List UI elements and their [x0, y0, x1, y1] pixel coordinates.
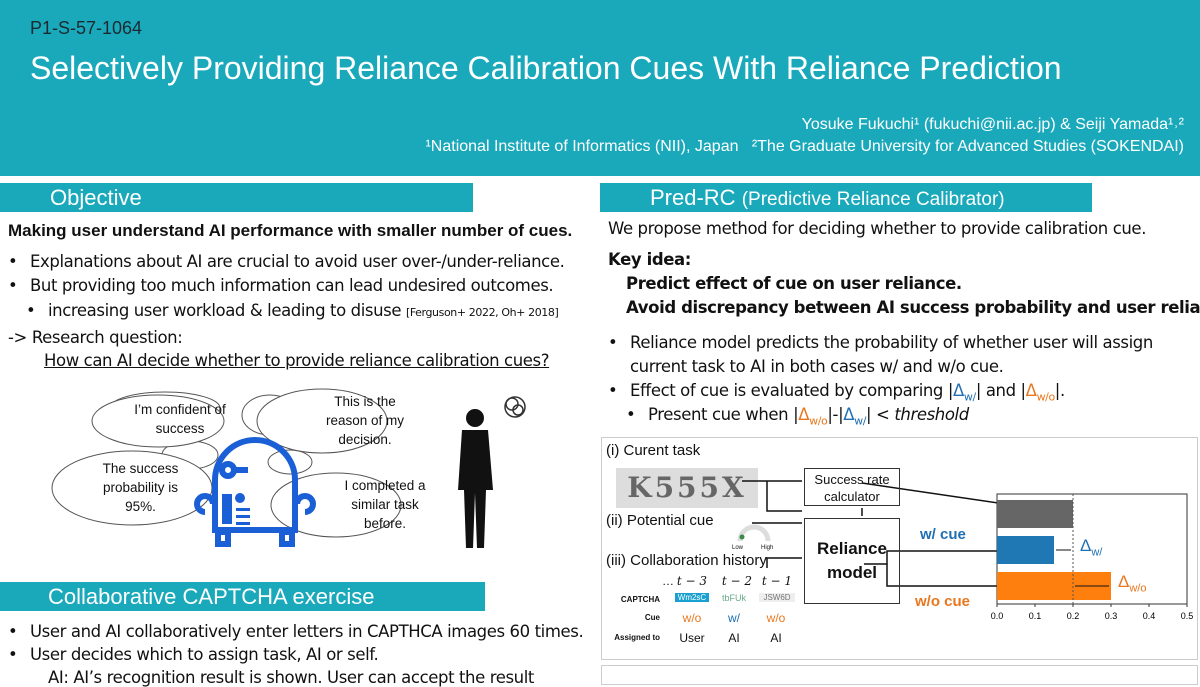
assigned-cell: AI: [770, 631, 782, 645]
predrc-heading: Pred-RC (Predictive Reliance Calibrator): [600, 183, 1092, 212]
x-tick-label: 0.0: [991, 611, 1004, 621]
predrc-intro: We propose method for deciding whether t…: [608, 219, 1147, 238]
captcha-thumb: Wm2sC: [675, 593, 709, 602]
x-tick-label: 0.4: [1143, 611, 1156, 621]
captcha-sub-bullet: AI: AI’s recognition result is shown. Us…: [48, 668, 534, 687]
reliance-model: Reliance model: [804, 518, 900, 604]
row-label: Cue: [644, 613, 660, 622]
predrc-sub-bullet: Present cue when |Δw/o|-|Δw/| < threshol…: [626, 405, 969, 427]
x-tick-label: 0.5: [1181, 611, 1194, 621]
bubble-probability: The success probability is 95%.: [102, 461, 179, 514]
robot-icon: [194, 437, 316, 547]
with-cue-label: w/ cue: [920, 526, 966, 543]
gauge-icon: [737, 524, 771, 542]
without-cue-label: w/o cue: [915, 593, 971, 610]
x-tick-label: 0.1: [1029, 611, 1042, 621]
predrc-bullet: Reliance model predicts the probability …: [608, 333, 1153, 352]
bar-0: [997, 500, 1073, 528]
captcha-image: K555X: [616, 468, 758, 508]
bubble-reason: This is the reason of my decision.: [325, 394, 405, 447]
objective-bullet: But providing too much information can l…: [8, 276, 554, 295]
captcha-bullet: User decides which to assign task, AI or…: [8, 645, 379, 664]
next-panel: [601, 665, 1198, 685]
gauge-low-label: Low: [732, 545, 744, 551]
col-header: …: [662, 574, 674, 588]
gauge-high-label: High: [761, 545, 774, 551]
confused-scribble-icon: [504, 396, 526, 418]
research-question: How can AI decide whether to provide rel…: [44, 351, 550, 370]
col-header: t − 2: [721, 574, 753, 588]
objective-bullet: Explanations about AI are crucial to avo…: [8, 252, 565, 271]
poster-header: P1-S-57-1064 Selectively Providing Relia…: [0, 0, 1200, 176]
x-tick-label: 0.3: [1105, 611, 1118, 621]
rq-label: -> Research question:: [8, 328, 183, 347]
ai-explanation-illustration: [51, 388, 526, 548]
bubble-similar-task: I completed a similar task before.: [344, 478, 426, 531]
potential-cue-label: (ii) Potential cue: [606, 512, 714, 529]
objective-lead: Making user understand AI performance wi…: [8, 221, 573, 240]
cue-cell: w/: [728, 611, 740, 625]
predrc-bullet: Effect of cue is evaluated by comparing …: [608, 381, 1065, 403]
bar-1: [997, 536, 1054, 564]
delta-wo-label: Δw/o: [1118, 572, 1147, 595]
current-task-label: (i) Curent task: [606, 442, 701, 459]
assigned-cell: User: [679, 631, 705, 645]
cue-cell: w/o: [682, 611, 702, 625]
key-idea-label: Key idea:: [608, 250, 691, 269]
captcha-thumb: tbFUk: [721, 593, 746, 603]
key-idea-line: Predict effect of cue on user reliance.: [626, 274, 962, 293]
key-idea-line: Avoid discrepancy between AI success pro…: [626, 298, 1200, 317]
poster-id: P1-S-57-1064: [30, 18, 143, 38]
captcha-thumb: JSW6D: [759, 593, 795, 602]
objective-heading: Objective: [0, 183, 473, 212]
captcha-heading: Collaborative CAPTCHA exercise: [0, 582, 485, 611]
objective-sub-bullet: increasing user workload & leading to di…: [26, 301, 559, 320]
captcha-bullet: User and AI collaboratively enter letter…: [8, 622, 584, 641]
x-tick-label: 0.2: [1067, 611, 1080, 621]
assigned-cell: AI: [728, 631, 740, 645]
col-header: t − 3: [676, 574, 708, 588]
affiliations: ¹National Institute of Informatics (NII)…: [425, 138, 1184, 155]
success-rate-calculator: Success rate calculator: [804, 468, 900, 506]
bubble-confidence: I’m confident of success: [134, 402, 226, 436]
history-label: (iii) Collaboration history: [606, 552, 767, 569]
predrc-diagram: (i) Curent task K555X (ii) Potential cue…: [601, 437, 1198, 660]
person-silhouette-icon: [458, 409, 493, 548]
row-label: CAPTCHA: [620, 595, 660, 604]
col-header: t − 1: [761, 574, 793, 588]
poster-title: Selectively Providing Reliance Calibrati…: [30, 50, 1062, 86]
predrc-bullet-cont: current task to AI in both cases w/ and …: [630, 357, 1004, 376]
reliance-bar-chart: 0.0 0.1 0.2 0.3 0.4 0.5: [991, 493, 1194, 621]
row-label: Assigned to: [614, 633, 660, 642]
cue-cell: w/o: [766, 611, 786, 625]
authors: Yosuke Fukuchi¹ (fukuchi@nii.ac.jp) & Se…: [801, 116, 1184, 133]
delta-w-label: Δw/: [1080, 536, 1103, 559]
